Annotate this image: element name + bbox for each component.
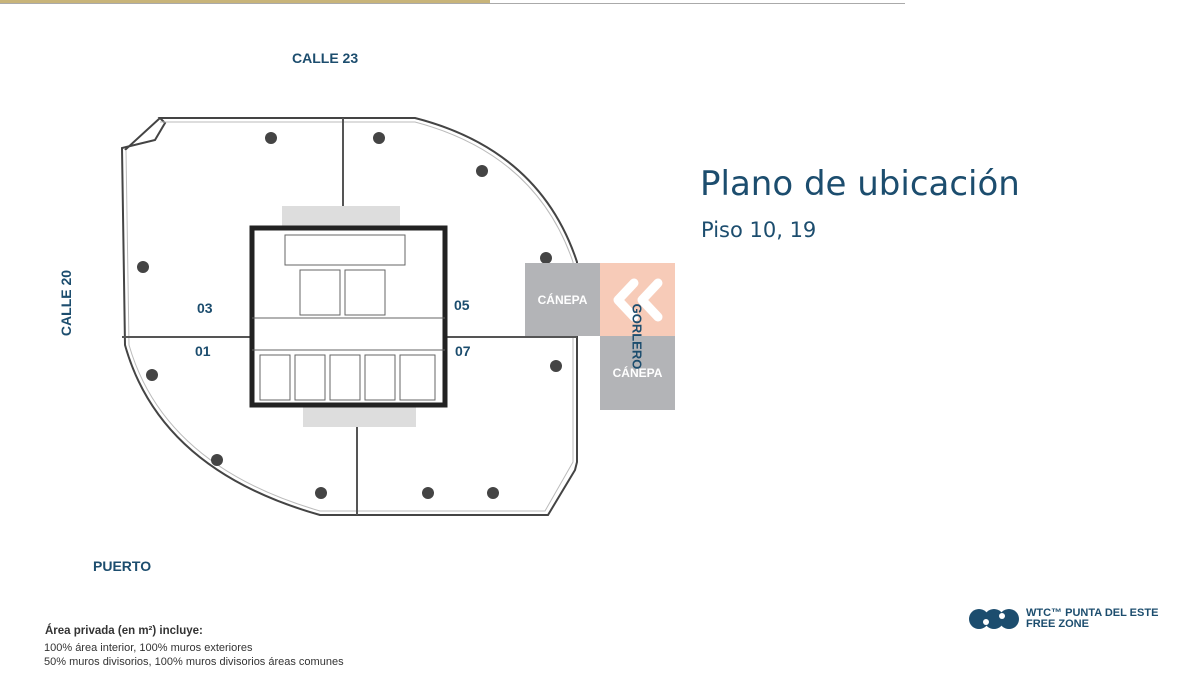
unit-label: 07: [455, 343, 471, 359]
page-title: Plano de ubicación: [700, 164, 1020, 204]
columns: [137, 132, 562, 499]
canepa-block-bottom: CÁNEPA: [600, 336, 675, 410]
direction-block: [600, 263, 675, 336]
canepa-block-top: CÁNEPA: [525, 263, 600, 336]
page-subtitle: Piso 10, 19: [701, 218, 817, 242]
canepa-label: CÁNEPA: [537, 292, 588, 307]
globe-logo-icon: [969, 609, 1019, 629]
logo-line: FREE ZONE: [1026, 618, 1089, 630]
floor-outline: [120, 117, 578, 516]
logo-line: WTC™ PUNTA DEL ESTE: [1026, 607, 1159, 619]
building-core: [249, 225, 448, 408]
footer-line: 50% muros divisorios, 100% muros divisor…: [44, 656, 344, 668]
unit-label: 01: [195, 343, 211, 359]
footer-heading: Área privada (en m²) incluye:: [45, 625, 203, 637]
street-label-top: CALLE 23: [292, 50, 359, 66]
footer-line: 100% área interior, 100% muros exteriore…: [44, 642, 253, 654]
canepa-label: CÁNEPA: [612, 366, 663, 380]
street-label-left: CALLE 20: [58, 269, 74, 337]
unit-label: 03: [197, 300, 213, 316]
street-label-right: GORLERO: [629, 303, 645, 370]
double-chevron-left-icon: [613, 278, 662, 321]
divider: [0, 0, 490, 3]
wtc-logo: WTC™ PUNTA DEL ESTE FREE ZONE: [968, 606, 1158, 632]
unit-label: 05: [454, 297, 470, 313]
street-label-bottom: PUERTO: [93, 558, 152, 574]
footer-divider: [0, 3, 905, 4]
floor-plan: [120, 117, 578, 516]
